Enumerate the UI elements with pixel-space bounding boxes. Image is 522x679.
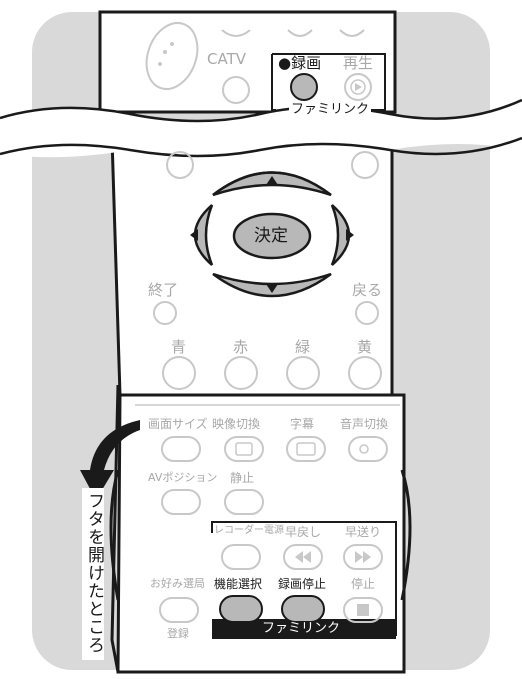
fast-forward-button[interactable] [343,544,383,570]
record-label: ●録画 [278,54,322,72]
audio-icon [359,444,369,454]
av-position-label: AVポジション [148,471,218,484]
familink-bottom-label: ファミリンク [262,621,341,636]
fast-forward-icon [355,551,371,563]
back-label: 戻る [352,281,383,299]
catv-label: CATV [207,50,246,68]
video-switch-button[interactable] [224,436,264,462]
screen-size-button[interactable] [161,436,201,462]
back-button[interactable] [355,301,379,325]
stop-icon [357,604,369,616]
clapper-icon [235,442,253,456]
freeze-label: 静止 [230,471,255,485]
recorder-power-label: レコーダー電源 [214,525,284,536]
subtitle-label: 字幕 [290,417,315,431]
favorite-station-label: お好み選局 [150,577,205,590]
favorite-station-button[interactable] [159,597,199,623]
callout-box [82,488,104,660]
subtitle-button[interactable] [286,436,326,462]
red-button[interactable] [224,356,258,390]
record-stop-label: 録画停止 [278,577,327,591]
recorder-power-button[interactable] [221,544,261,570]
freeze-button[interactable] [224,489,264,515]
familink-top-label: ファミリンク [289,102,372,117]
familink-label-bar [212,619,396,639]
play-label: 再生 [343,54,374,72]
blue-button[interactable] [162,356,196,390]
audio-switch-button[interactable] [348,436,388,462]
stop-button[interactable] [343,597,383,623]
end-label: 終了 [148,281,179,299]
rewind-icon [292,551,311,563]
dpad-up-icon [266,176,278,185]
curved-arrow-icon [80,420,140,500]
remote-lower-body [116,393,406,674]
play-button[interactable] [344,73,372,101]
green-button[interactable] [286,356,320,390]
function-select-label: 機能選択 [214,577,263,591]
green-label: 緑 [295,338,311,356]
rewind-label: 早戻し [285,525,322,539]
register-label: 登録 [167,627,189,640]
screen-size-label: 画面サイズ [148,417,208,431]
enter-label: 決定 [254,226,288,246]
caption-icon [296,442,316,456]
av-position-button[interactable] [161,489,201,515]
end-button[interactable] [153,301,177,325]
dpad-left-icon [190,229,198,241]
play-icon [355,83,362,91]
record-stop-button[interactable] [281,595,325,623]
dpad-left-button[interactable] [193,204,214,266]
enter-button[interactable] [232,212,312,260]
fast-forward-label: 早送り [345,525,382,539]
stop-label: 停止 [351,577,376,591]
record-button[interactable] [290,73,318,101]
red-label: 赤 [233,338,249,356]
dpad-down-icon [266,284,278,293]
function-select-button[interactable] [219,595,263,623]
dpad-right-button[interactable] [330,204,351,266]
rewind-button[interactable] [283,544,323,570]
yellow-label: 黄 [357,338,373,356]
audio-switch-label: 音声切換 [340,417,389,431]
lid-open-callout: フタを開けたところ [84,492,104,654]
dpad-right-icon [346,229,354,241]
blue-label: 青 [171,338,187,356]
yellow-button[interactable] [348,356,382,390]
video-switch-label: 映像切換 [212,417,261,431]
